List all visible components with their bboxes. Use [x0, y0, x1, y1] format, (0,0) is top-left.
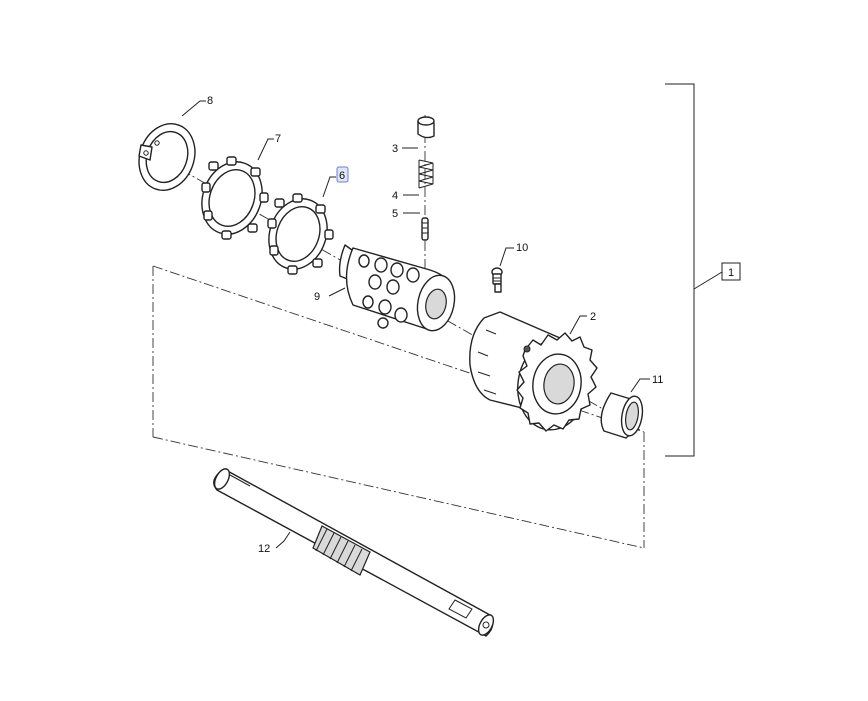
detent-cap-part [417, 116, 435, 139]
hub-part [338, 244, 456, 332]
callout-12[interactable]: 12 [258, 543, 270, 555]
grease-fitting-part [491, 267, 503, 293]
bushing-part [600, 392, 644, 439]
callout-10[interactable]: 10 [516, 242, 528, 254]
callout-8[interactable]: 8 [207, 95, 213, 107]
callout-6-highlight [336, 166, 349, 183]
toothed-washer-7 [201, 156, 269, 240]
callout-3[interactable]: 3 [392, 143, 398, 155]
callout-5[interactable]: 5 [392, 208, 398, 220]
splined-shaft-part [213, 468, 495, 637]
callout-4[interactable]: 4 [392, 190, 398, 202]
callout-6[interactable]: 6 [339, 170, 345, 182]
detent-pin-part [421, 217, 429, 241]
leader-lines [181, 100, 650, 549]
toothed-washer-6 [267, 193, 334, 275]
assembly-bracket [665, 83, 723, 457]
callout-2[interactable]: 2 [590, 311, 596, 323]
snap-ring-part [138, 123, 196, 191]
callout-11[interactable]: 11 [652, 374, 663, 386]
callout-1-box [721, 262, 741, 281]
callout-9[interactable]: 9 [314, 291, 320, 303]
detent-spring-part [418, 159, 434, 189]
callout-1[interactable]: 1 [728, 267, 734, 279]
callouts: 1 2 3 4 5 6 7 8 9 10 11 12 [207, 95, 741, 555]
callout-7[interactable]: 7 [275, 133, 281, 145]
sprocket-housing-part [469, 311, 598, 432]
